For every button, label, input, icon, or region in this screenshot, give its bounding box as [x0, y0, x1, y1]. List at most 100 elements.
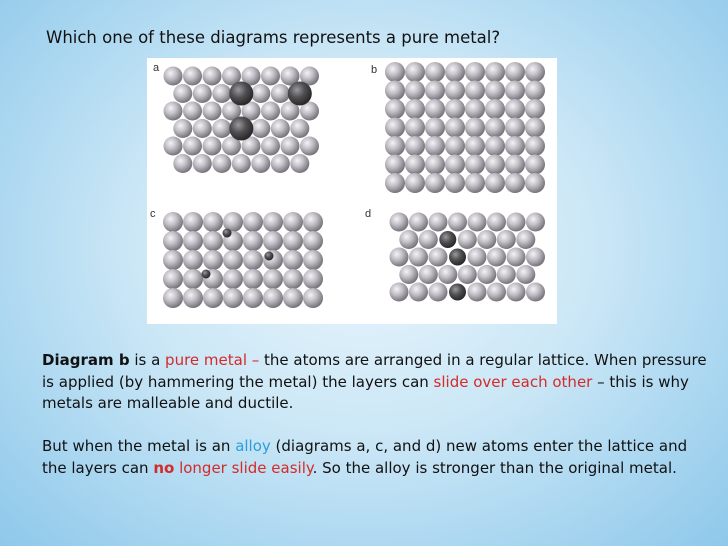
metal-atom	[438, 265, 458, 284]
metal-atom	[467, 282, 487, 302]
metal-atom	[496, 265, 516, 284]
metal-atom	[163, 136, 183, 156]
small-foreign-atom	[222, 228, 232, 238]
metal-atom	[163, 66, 183, 86]
panel-b-lattice	[385, 62, 545, 193]
metal-atom	[425, 154, 445, 175]
metal-atom	[223, 250, 243, 270]
metal-atom	[405, 99, 425, 119]
longer-slide-highlight: longer slide easily	[174, 458, 313, 477]
metal-atom	[223, 288, 243, 308]
metal-atom	[409, 212, 428, 232]
alloy-highlight: alloy	[235, 437, 271, 455]
text-span: – this is why metals are malleable and d…	[42, 372, 689, 413]
metal-atom	[525, 99, 545, 119]
metal-atom	[389, 247, 409, 267]
metal-atom	[485, 99, 505, 119]
panel-b-label: b	[371, 64, 378, 76]
foreign-atom	[449, 283, 466, 301]
metal-atom	[261, 101, 280, 121]
metal-atom	[303, 269, 323, 289]
metal-atom	[263, 212, 283, 232]
metal-atom	[389, 212, 409, 232]
metal-atom	[270, 154, 290, 173]
panel-c-label: c	[150, 208, 156, 220]
metal-atom	[231, 154, 251, 173]
metal-atom	[183, 250, 203, 270]
metal-atom	[251, 84, 271, 103]
metal-atom	[385, 154, 405, 175]
metal-atom	[300, 66, 319, 86]
metal-atom	[303, 288, 323, 308]
metal-atom	[505, 99, 525, 119]
metal-atom	[183, 212, 203, 232]
metal-atom	[173, 119, 193, 138]
metal-atom	[163, 250, 183, 270]
metal-atom	[385, 99, 405, 119]
metal-atom	[525, 80, 545, 101]
text-span: is a	[129, 351, 166, 369]
metal-atom	[192, 154, 212, 173]
metal-atom	[465, 62, 485, 82]
metal-atom	[261, 136, 280, 156]
foreign-atom	[439, 231, 457, 248]
metal-atom	[465, 80, 485, 101]
panel-a-label: a	[153, 62, 160, 74]
metal-atom	[290, 154, 310, 173]
metal-atom	[525, 173, 545, 193]
metal-atom	[183, 269, 203, 289]
foreign-atom	[449, 248, 466, 266]
metal-atom	[418, 230, 438, 249]
metal-atom	[280, 66, 300, 86]
metal-atom	[212, 84, 232, 103]
metal-atom	[445, 173, 465, 193]
metal-atom	[202, 136, 222, 156]
metal-atom	[283, 212, 303, 232]
metal-atom	[505, 80, 525, 101]
metal-atom	[525, 136, 545, 156]
metal-atom	[405, 173, 425, 193]
metal-atom	[183, 288, 203, 308]
metal-atom	[263, 288, 283, 308]
panel-d-label: d	[365, 208, 372, 220]
metal-atom	[163, 101, 183, 121]
metal-atom	[485, 173, 505, 193]
panel-c-lattice	[163, 212, 323, 308]
metal-atom	[425, 80, 445, 101]
metal-atom	[303, 250, 323, 270]
metal-atom	[506, 212, 526, 232]
metal-atom	[465, 99, 485, 119]
metal-atom	[203, 212, 223, 232]
metal-atom	[445, 62, 465, 82]
metal-atom	[385, 62, 405, 82]
text-span: But when the metal is an	[42, 437, 236, 455]
metal-atom	[496, 230, 516, 249]
metal-atom	[485, 62, 505, 82]
large-foreign-atom	[229, 81, 254, 106]
large-foreign-atom	[229, 116, 254, 141]
metal-atom	[428, 212, 448, 232]
metal-atom	[477, 230, 497, 249]
metal-atom	[203, 250, 223, 270]
metal-atom	[418, 265, 438, 284]
metal-atom	[300, 136, 319, 156]
metal-atom	[243, 231, 263, 251]
no-highlight: no	[153, 458, 175, 477]
text-span: (diagrams a, c, and d) new atoms enter t…	[42, 437, 688, 477]
metal-atom	[485, 136, 505, 156]
metal-atom	[251, 154, 271, 173]
metal-atom	[251, 119, 271, 138]
metal-atom	[300, 101, 319, 121]
metal-atom	[263, 269, 283, 289]
metal-atom	[283, 250, 303, 270]
metal-atom	[526, 212, 545, 232]
metal-atom	[389, 282, 409, 302]
metal-atom	[243, 250, 263, 270]
metal-atom	[448, 212, 467, 232]
metal-atom	[485, 154, 505, 175]
panel-a-lattice	[163, 66, 319, 173]
metal-atom	[183, 66, 202, 86]
metal-atom	[212, 154, 232, 173]
metal-atom	[263, 231, 283, 251]
